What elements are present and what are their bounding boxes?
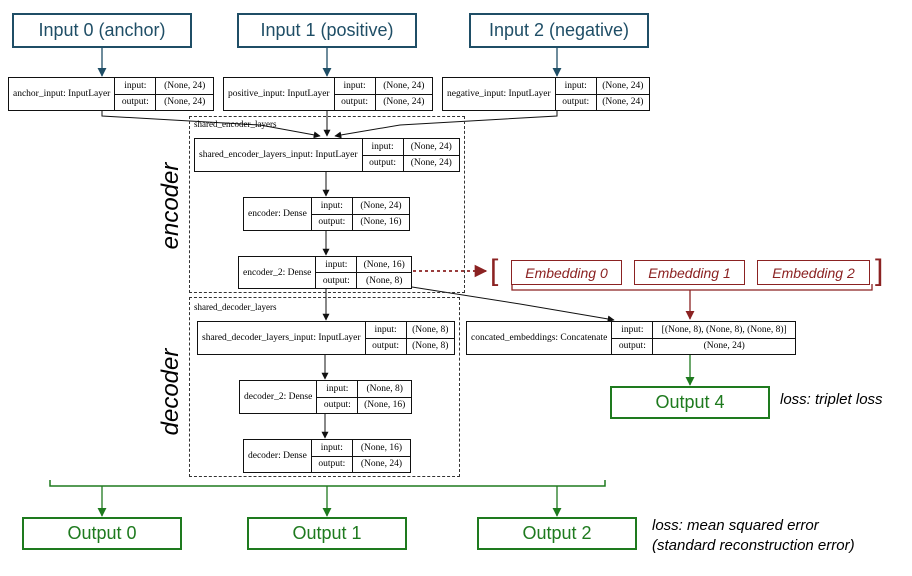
output-shape: (None, 24) xyxy=(383,97,425,108)
positive-input-layer: positive_input: InputLayer input: (None, … xyxy=(223,77,433,111)
output-shape: (None, 24) xyxy=(164,97,206,108)
input-shape: (None, 16) xyxy=(363,259,405,270)
input-1-box: Input 1 (positive) xyxy=(237,13,417,48)
decoder-cluster xyxy=(189,297,460,477)
layer-name: concated_embeddings: Concatenate xyxy=(467,322,613,354)
mse-loss-note: loss: mean squared error xyxy=(652,517,819,534)
layer-name: encoder: Dense xyxy=(244,198,312,230)
embedding-brace xyxy=(511,284,873,296)
shared-decoder-input-layer: shared_decoder_layers_input: InputLayer … xyxy=(197,321,455,355)
input-shape: (None, 8) xyxy=(366,383,403,394)
output-shape: (None, 8) xyxy=(365,275,403,286)
output-key: output: xyxy=(363,155,404,171)
layer-name: negative_input: InputLayer xyxy=(443,78,556,110)
output-key: output: xyxy=(556,94,597,110)
output-key: output: xyxy=(335,94,376,110)
output-key: output: xyxy=(366,338,407,354)
embedding-2-box: Embedding 2 xyxy=(757,260,870,285)
output-shape: (None, 16) xyxy=(364,400,406,411)
output-key: output: xyxy=(312,456,353,472)
input-key: input: xyxy=(317,381,359,397)
output-key: output: xyxy=(316,273,358,288)
input-shape: (None, 24) xyxy=(410,141,452,152)
encoder-side-label: encoder xyxy=(157,162,184,250)
output-key: output: xyxy=(317,397,359,413)
embedding-0-box: Embedding 0 xyxy=(511,260,622,285)
output-key: output: xyxy=(115,94,157,110)
input-shape: (None, 8) xyxy=(412,324,449,335)
decoder-side-label: decoder xyxy=(157,348,184,436)
layer-name: encoder_2: Dense xyxy=(239,257,317,288)
input-0-box: Input 0 (anchor) xyxy=(12,13,192,48)
shared-encoder-input-layer: shared_encoder_layers_input: InputLayer … xyxy=(194,138,460,172)
edge-negative-encoder xyxy=(334,111,558,139)
encoder-cluster xyxy=(189,116,465,293)
input-key: input: xyxy=(335,78,376,94)
input-key: input: xyxy=(316,257,358,272)
output-key: output: xyxy=(312,214,353,230)
triplet-loss-note: loss: triplet loss xyxy=(780,391,883,408)
input-2-box: Input 2 (negative) xyxy=(469,13,649,48)
output-2-box: Output 2 xyxy=(477,517,637,550)
negative-input-layer: negative_input: InputLayer input: (None, … xyxy=(442,77,650,111)
input-shape: (None, 24) xyxy=(164,80,206,91)
output-0-box: Output 0 xyxy=(22,517,182,550)
input-key: input: xyxy=(363,139,404,155)
anchor-input-layer: anchor_input: InputLayer input: (None, 24… xyxy=(8,77,214,111)
output-shape: (None, 24) xyxy=(703,341,745,352)
input-shape: [(None, 8), (None, 8), (None, 8)] xyxy=(661,324,787,335)
layer-name: decoder_2: Dense xyxy=(240,381,318,413)
input-shape: (None, 24) xyxy=(383,80,425,91)
encoder-dense-layer: encoder: Dense input: (None, 24) output: (… xyxy=(243,197,410,231)
layer-name: positive_input: InputLayer xyxy=(224,78,335,110)
decoder-2-dense-layer: decoder_2: Dense input: (None, 8) output:… xyxy=(239,380,412,414)
embeddings-open-bracket: [ xyxy=(490,254,499,287)
encoder-cluster-label: shared_encoder_layers xyxy=(194,119,277,129)
output-1-box: Output 1 xyxy=(247,517,407,550)
output-shape: (None, 24) xyxy=(602,97,644,108)
output-shape: (None, 24) xyxy=(410,158,452,169)
output-shape: (None, 8) xyxy=(412,341,449,352)
decoder-cluster-label: shared_decoder_layers xyxy=(194,302,277,312)
output-4-box: Output 4 xyxy=(610,386,770,419)
layer-name: anchor_input: InputLayer xyxy=(9,78,116,110)
edge-anchor-encoder xyxy=(101,111,321,139)
input-key: input: xyxy=(366,322,407,338)
output-key: output: xyxy=(612,338,654,354)
reconstruction-error-note: (standard reconstruction error) xyxy=(652,537,855,554)
layer-name: decoder: Dense xyxy=(244,440,312,472)
embeddings-close-bracket: ] xyxy=(875,254,884,287)
input-key: input: xyxy=(312,198,353,214)
input-key: input: xyxy=(556,78,597,94)
input-key: input: xyxy=(115,78,157,94)
encoder-2-dense-layer: encoder_2: Dense input: (None, 16) output… xyxy=(238,256,412,289)
input-shape: (None, 24) xyxy=(360,200,402,211)
input-shape: (None, 16) xyxy=(360,442,402,453)
output-shape: (None, 16) xyxy=(360,217,402,228)
input-shape: (None, 24) xyxy=(602,80,644,91)
output-shape: (None, 24) xyxy=(360,459,402,470)
decoder-dense-layer: decoder: Dense input: (None, 16) output: (… xyxy=(243,439,411,473)
concat-embeddings-layer: concated_embeddings: Concatenate input: [… xyxy=(466,321,796,355)
input-key: input: xyxy=(612,322,654,338)
output-brace xyxy=(49,480,606,487)
embedding-1-box: Embedding 1 xyxy=(634,260,745,285)
input-key: input: xyxy=(312,440,353,456)
layer-name: shared_decoder_layers_input: InputLayer xyxy=(198,322,366,354)
layer-name: shared_encoder_layers_input: InputLayer xyxy=(195,139,363,171)
